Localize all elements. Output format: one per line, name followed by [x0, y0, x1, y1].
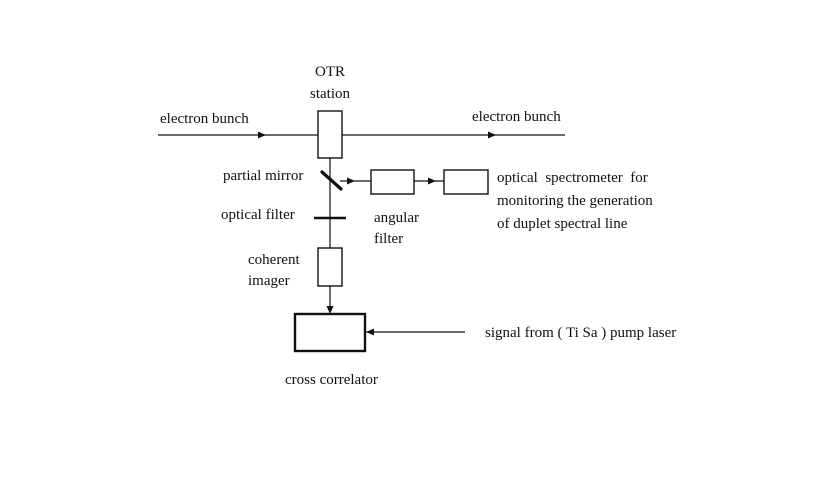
partial-mirror — [320, 170, 343, 191]
cross-correlator-label: cross correlator — [285, 372, 378, 388]
spectrometer-label-2: monitoring the generation — [497, 193, 653, 209]
partial-mirror-label: partial mirror — [223, 168, 303, 184]
branch-arrow-1 — [347, 177, 355, 185]
electron-bunch-in-label: electron bunch — [160, 111, 249, 127]
otr-station-box — [317, 110, 343, 159]
beamline-out-arrow — [488, 131, 496, 139]
coherent-imager-label-1: coherent — [248, 252, 300, 268]
otr-station-label-2: station — [310, 86, 350, 102]
angular-filter-label-2: filter — [374, 231, 403, 247]
otr-station-label-1: OTR — [315, 64, 345, 80]
laser-signal-arrow — [366, 328, 374, 336]
cross-correlator-box — [293, 312, 367, 353]
spectrometer-label-3: of duplet spectral line — [497, 216, 628, 232]
electron-bunch-out-label: electron bunch — [472, 109, 561, 125]
laser-signal-label: signal from ( Ti Sa ) pump laser — [485, 325, 676, 341]
branch-arrow-2 — [428, 177, 436, 185]
angular-filter-label-1: angular — [374, 210, 419, 226]
optical-filter-label: optical filter — [221, 207, 295, 223]
spectrometer-box — [443, 169, 489, 195]
coherent-imager-box — [317, 247, 343, 287]
angular-filter-box — [370, 169, 415, 195]
beamline-in-arrow — [258, 131, 266, 139]
coherent-imager-label-2: imager — [248, 273, 290, 289]
spectrometer-label-1: optical spectrometer for — [497, 170, 648, 186]
light-path-down-arrow — [326, 306, 334, 314]
